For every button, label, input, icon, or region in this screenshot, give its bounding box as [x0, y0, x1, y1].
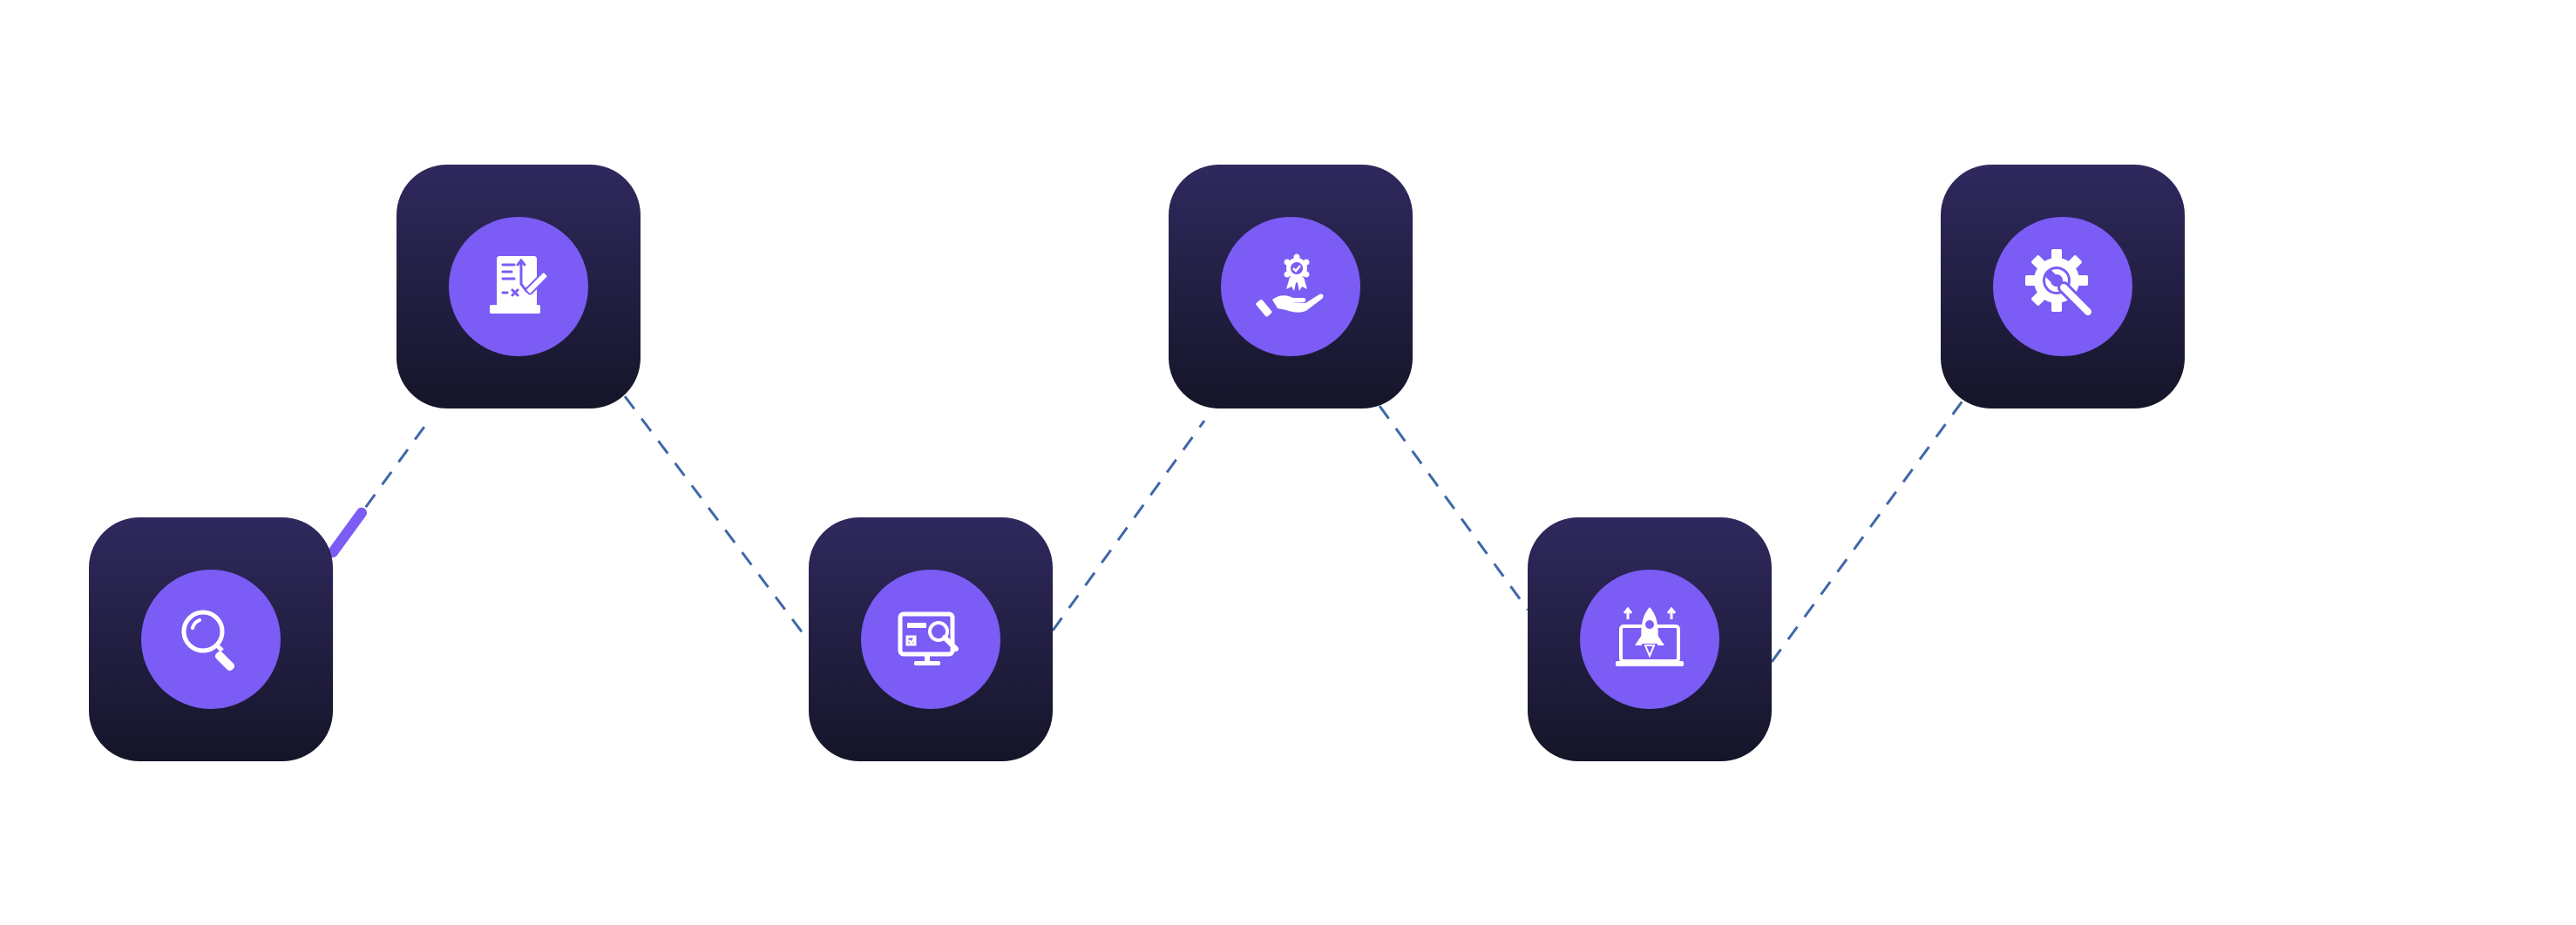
- step-6-icon-disc: [1993, 217, 2132, 356]
- step-2-tile[interactable]: [397, 165, 641, 408]
- step-6-tile[interactable]: [1941, 165, 2185, 408]
- connector-5-6: [1770, 399, 1965, 663]
- magnifier-icon: [181, 610, 235, 672]
- progress-segment: [328, 507, 367, 557]
- step-5-tile[interactable]: [1528, 517, 1772, 761]
- monitor-analysis-icon: [898, 611, 959, 665]
- gear-wrench-icon: [2025, 249, 2094, 318]
- step-3-tile[interactable]: [809, 517, 1053, 761]
- step-2-icon-disc: [449, 217, 588, 356]
- step-1-tile[interactable]: [89, 517, 333, 761]
- connector-3-4: [1051, 420, 1206, 631]
- document-plan-icon: [490, 256, 549, 314]
- step-5-icon-disc: [1580, 570, 1719, 709]
- connector-2-3: [623, 395, 810, 642]
- hand-award-icon: [1256, 253, 1324, 317]
- step-4-tile[interactable]: [1169, 165, 1413, 408]
- step-1-icon-disc: [141, 570, 281, 709]
- connector-4-5: [1378, 405, 1529, 611]
- step-3-icon-disc: [861, 570, 1000, 709]
- rocket-launch-icon: [1616, 606, 1684, 666]
- step-4-icon-disc: [1221, 217, 1360, 356]
